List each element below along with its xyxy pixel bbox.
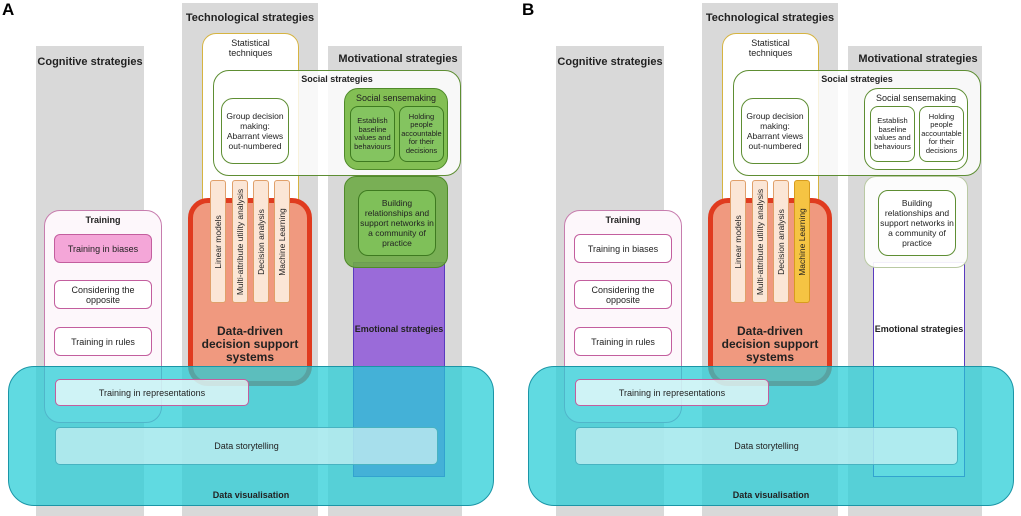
social-strategies-title: Social strategies xyxy=(301,74,373,84)
panel-a: A Cognitive strategies Technological str… xyxy=(0,0,500,516)
cognitive-strategies-title: Cognitive strategies xyxy=(557,56,663,68)
training-in-rules-item: Training in rules xyxy=(574,327,672,356)
technological-strategies-title: Technological strategies xyxy=(185,12,315,24)
training-in-representations-box: Training in representations xyxy=(55,379,249,406)
training-title: Training xyxy=(85,215,121,225)
emotional-strategies-label: Emotional strategies xyxy=(874,324,964,334)
technique-machine-learning: Machine Learning xyxy=(794,180,810,303)
training-in-biases-item: Training in biases xyxy=(54,234,152,263)
technique-label: Linear models xyxy=(213,214,223,269)
training-in-representations-box: Training in representations xyxy=(575,379,769,406)
technique-label: Decision analysis xyxy=(256,208,266,275)
technique-decision-analysis: Decision analysis xyxy=(773,180,789,303)
training-in-rules-item: Training in rules xyxy=(54,327,152,356)
technique-label: Decision analysis xyxy=(776,208,786,275)
panel-letter: B xyxy=(522,0,535,19)
technique-linear-models: Linear models xyxy=(210,180,226,303)
technique-decision-analysis: Decision analysis xyxy=(253,180,269,303)
training-in-biases-item: Training in biases xyxy=(574,234,672,263)
holding-accountable-box: Holding people accountable for their dec… xyxy=(399,106,444,162)
panel-b: B Cognitive strategies Technological str… xyxy=(520,0,1020,516)
emotional-strategies-label: Emotional strategies xyxy=(354,324,444,334)
training-title: Training xyxy=(605,215,641,225)
social-strategies-title: Social strategies xyxy=(821,74,893,84)
group-decision-box: Group decision making: Abarrant views ou… xyxy=(221,98,289,164)
technique-label: Machine Learning xyxy=(277,207,287,276)
technique-label: Linear models xyxy=(733,214,743,269)
technique-linear-models: Linear models xyxy=(730,180,746,303)
considering-the-opposite-item: Considering the opposite xyxy=(574,280,672,309)
technique-label: Multi-attribute utility analysis xyxy=(235,188,245,295)
building-relationships-box: Building relationships and support netwo… xyxy=(878,190,956,256)
motivational-strategies-title: Motivational strategies xyxy=(858,53,978,65)
building-relationships-box: Building relationships and support netwo… xyxy=(358,190,436,256)
technique-machine-learning: Machine Learning xyxy=(274,180,290,303)
technological-strategies-title: Technological strategies xyxy=(705,12,835,24)
group-decision-box: Group decision making: Abarrant views ou… xyxy=(741,98,809,164)
holding-accountable-box: Holding people accountable for their dec… xyxy=(919,106,964,162)
data-driven-dss-title: Data-driven decision support systems xyxy=(201,323,299,364)
social-sensemaking-title: Social sensemaking xyxy=(875,93,957,103)
data-driven-dss-title: Data-driven decision support systems xyxy=(721,323,819,364)
statistical-techniques-label: Statistical techniques xyxy=(228,38,273,58)
technique-multi-attribute: Multi-attribute utility analysis xyxy=(752,180,768,303)
considering-the-opposite-item: Considering the opposite xyxy=(54,280,152,309)
technique-multi-attribute: Multi-attribute utility analysis xyxy=(232,180,248,303)
establish-baseline-box: Establish baseline values and behaviours xyxy=(870,106,915,162)
statistical-techniques-label: Statistical techniques xyxy=(748,38,793,58)
panel-letter: A xyxy=(2,0,15,19)
establish-baseline-box: Establish baseline values and behaviours xyxy=(350,106,395,162)
data-driven-dss-box xyxy=(708,198,832,386)
social-sensemaking-title: Social sensemaking xyxy=(355,93,437,103)
data-visualisation-label: Data visualisation xyxy=(732,490,810,500)
data-storytelling-box: Data storytelling xyxy=(55,427,438,465)
data-storytelling-box: Data storytelling xyxy=(575,427,958,465)
technique-label: Machine Learning xyxy=(797,207,807,276)
data-visualisation-label: Data visualisation xyxy=(212,490,290,500)
cognitive-strategies-title: Cognitive strategies xyxy=(37,56,143,68)
technique-label: Multi-attribute utility analysis xyxy=(755,188,765,295)
data-driven-dss-box xyxy=(188,198,312,386)
motivational-strategies-title: Motivational strategies xyxy=(338,53,458,65)
